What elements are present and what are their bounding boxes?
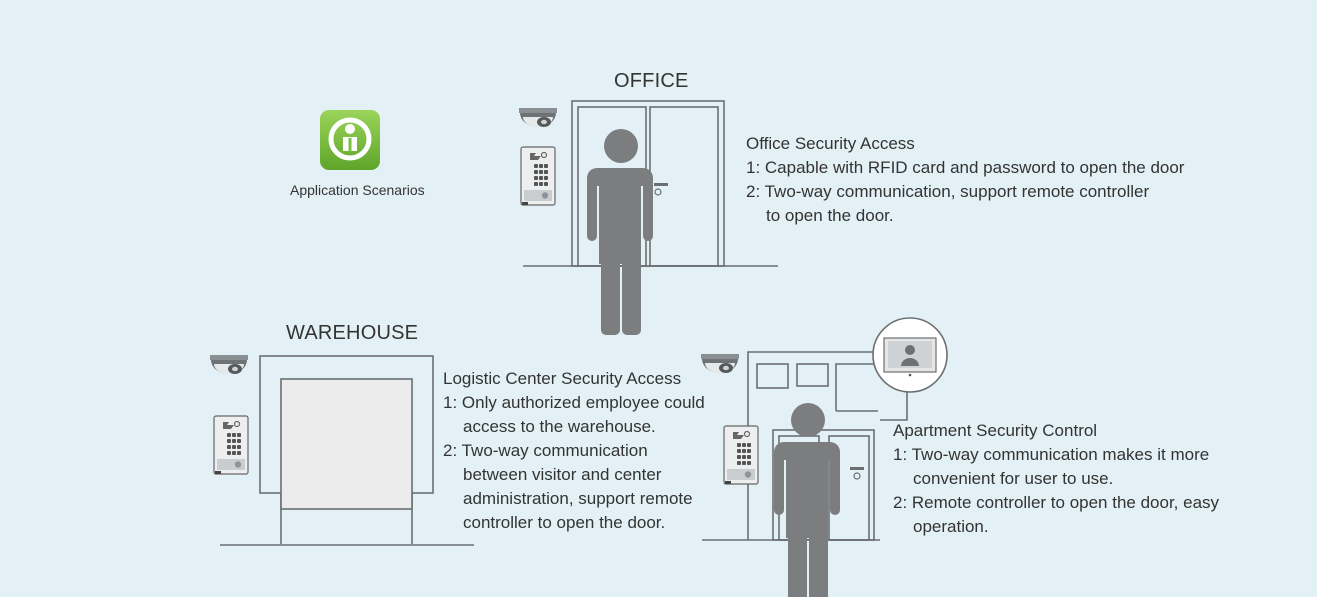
apartment-line-2: convenient for user to use. [913, 469, 1114, 488]
person-icon [587, 129, 653, 335]
office-line-2: 2: Two-way communication, support remote… [746, 182, 1150, 201]
dome-camera-icon [210, 355, 248, 374]
door-station-keypad-icon [520, 146, 556, 206]
office-line-3: to open the door. [766, 206, 894, 225]
warehouse-line-4: between visitor and center [463, 465, 662, 484]
apartment-line-4: operation. [913, 517, 989, 536]
warehouse-description: Logistic Center Security Access 1: Only … [443, 367, 705, 535]
apartment-description: Apartment Security Control 1: Two-way co… [893, 419, 1219, 539]
warehouse-line-5: administration, support remote [463, 489, 693, 508]
office-description: Office Security Access 1: Capable with R… [746, 132, 1184, 228]
warehouse-heading: Logistic Center Security Access [443, 369, 682, 388]
apartment-scene [701, 317, 948, 597]
door-station-keypad-icon [723, 425, 759, 485]
office-scene [519, 100, 778, 335]
office-heading: Office Security Access [746, 134, 915, 153]
dome-camera-icon [701, 354, 739, 373]
person-icon [774, 403, 840, 597]
badge-label: Application Scenarios [290, 182, 425, 198]
app-logo-icon [320, 110, 380, 170]
warehouse-line-3: 2: Two-way communication [443, 441, 648, 460]
office-title: OFFICE [614, 70, 689, 92]
office-line-1: 1: Capable with RFID card and password t… [746, 158, 1185, 177]
apartment-line-1: 1: Two-way communication makes it more [893, 445, 1210, 464]
apartment-heading: Apartment Security Control [893, 421, 1098, 440]
door-station-keypad-icon [213, 415, 249, 475]
warehouse-line-1: 1: Only authorized employee could [443, 393, 705, 412]
warehouse-line-2: access to the warehouse. [463, 417, 656, 436]
apartment-line-3: 2: Remote controller to open the door, e… [893, 493, 1220, 512]
warehouse-line-6: controller to open the door. [463, 513, 666, 532]
video-monitor-icon [872, 317, 948, 393]
warehouse-scene [210, 355, 474, 546]
dome-camera-icon [519, 108, 557, 127]
warehouse-title: WAREHOUSE [286, 322, 419, 344]
